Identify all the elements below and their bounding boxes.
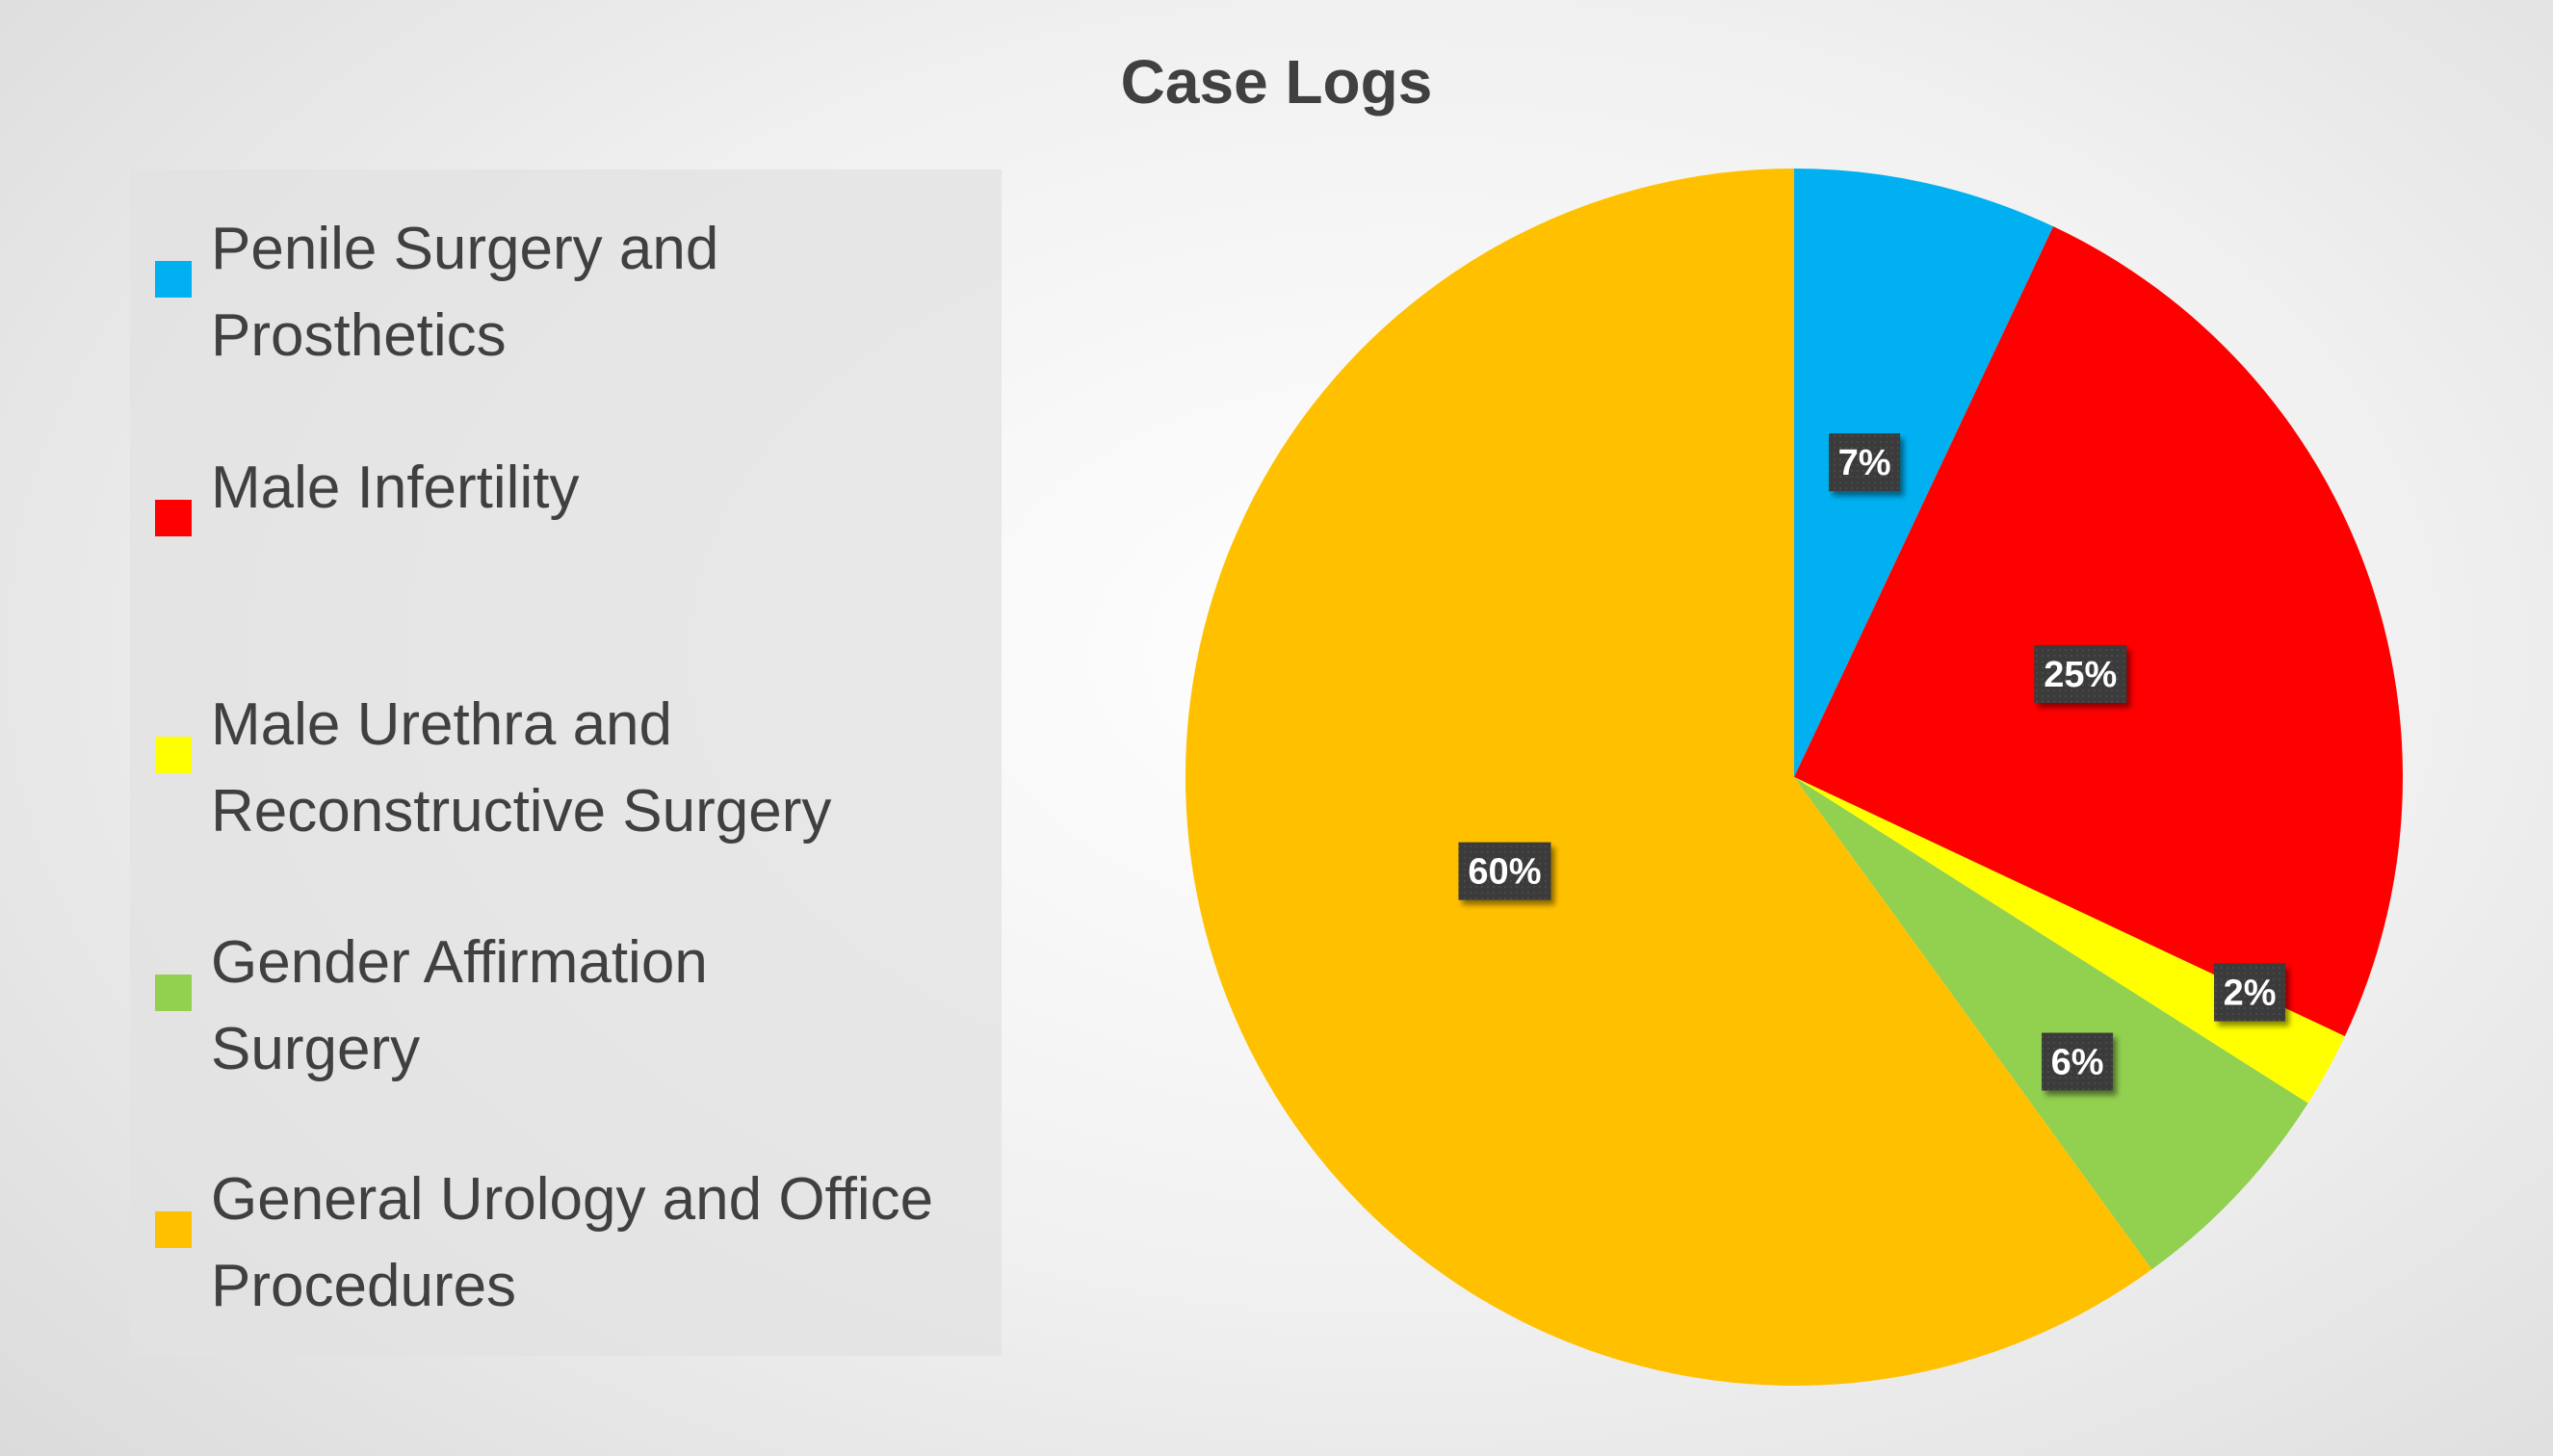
legend-swatch-gender-affirmation	[155, 975, 192, 1011]
pie-data-labels: 7% 25% 2% 6% 60%	[1458, 433, 2286, 1091]
data-label-text-male-infertility: 25%	[2044, 655, 2117, 695]
pie-slice-penile-surgery	[1794, 169, 2054, 777]
legend-swatch-male-infertility	[155, 500, 192, 536]
legend: Penile Surgery and Prosthetics Male Infe…	[130, 169, 1002, 1356]
data-label-box-penile-surgery	[1829, 433, 1901, 492]
pie-slice-gender-affirmation	[1794, 777, 2308, 1270]
data-label-male-urethra: 2%	[2214, 963, 2286, 1022]
data-label-text-penile-surgery: 7%	[1838, 443, 1891, 483]
pie-slices	[1185, 169, 2403, 1386]
legend-label-gender-affirmation-line1: Gender Affirmation	[211, 929, 708, 996]
pie-slice-general-urology	[1185, 169, 2152, 1386]
legend-label-penile-surgery-line1: Penile Surgery and	[211, 216, 719, 282]
chart-title: Case Logs	[1120, 47, 1433, 117]
data-label-box-male-urethra	[2214, 963, 2286, 1022]
data-label-text-gender-affirmation: 6%	[2051, 1043, 2104, 1083]
data-label-gender-affirmation: 6%	[2042, 1032, 2114, 1091]
data-label-text-male-urethra: 2%	[2224, 974, 2277, 1014]
data-label-text-general-urology: 60%	[1468, 852, 1541, 893]
legend-label-general-urology-line2: Procedures	[211, 1253, 517, 1319]
legend-label-male-urethra-line1: Male Urethra and	[211, 691, 673, 758]
legend-label-male-infertility-line1: Male Infertility	[211, 455, 580, 521]
data-label-general-urology: 60%	[1458, 842, 1551, 900]
data-label-male-infertility: 25%	[2034, 644, 2127, 703]
data-label-box-general-urology	[1458, 842, 1551, 900]
legend-label-male-urethra-line2: Reconstructive Surgery	[211, 778, 832, 845]
data-label-box-gender-affirmation	[2042, 1032, 2114, 1091]
pie-slice-male-infertility	[1794, 226, 2403, 1037]
legend-swatch-general-urology	[155, 1211, 192, 1248]
legend-label-penile-surgery-line2: Prosthetics	[211, 302, 507, 369]
data-label-box-male-infertility	[2034, 644, 2127, 703]
legend-swatch-male-urethra	[155, 737, 192, 773]
legend-label-gender-affirmation-line2: Surgery	[211, 1016, 421, 1082]
pie-slice-male-urethra	[1794, 777, 2345, 1104]
legend-swatch-penile-surgery	[155, 261, 192, 298]
data-label-penile-surgery: 7%	[1829, 433, 1901, 492]
legend-label-general-urology-line1: General Urology and Office	[211, 1166, 934, 1233]
